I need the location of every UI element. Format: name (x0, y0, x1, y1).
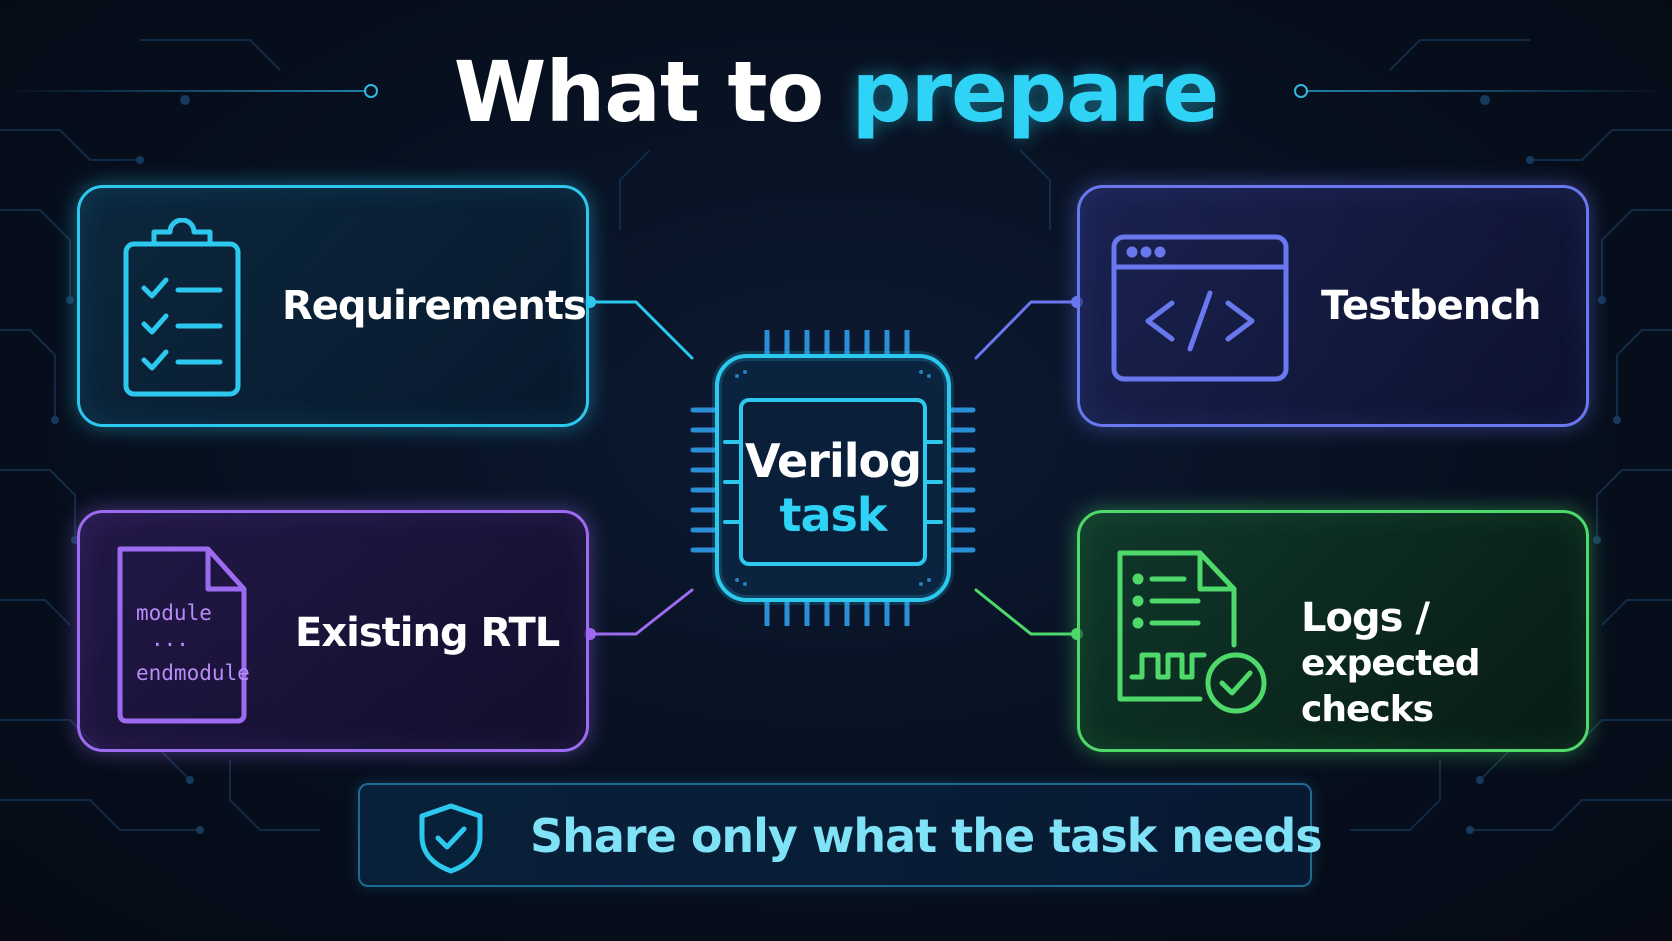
logs-label-line-2: expected checks (1301, 643, 1481, 730)
footer-text: Share only what the task needs (530, 809, 1323, 863)
log-waveform-check-icon (1117, 550, 1267, 714)
code-window-icon (1111, 234, 1289, 382)
title-part-1: What to (453, 43, 852, 141)
connector-testbench (974, 300, 1079, 360)
existing-rtl-label: Existing RTL (295, 610, 560, 656)
title-part-2: prepare (851, 43, 1219, 141)
chip-icon (690, 330, 976, 626)
title-decor-dot-right (1294, 84, 1308, 98)
connector-logs (974, 588, 1079, 636)
page-title: What to prepare (0, 42, 1672, 142)
card-existing-rtl: module ... endmodule Existing RTL (77, 510, 589, 752)
title-decor-dot-left (364, 84, 378, 98)
connector-requirements (588, 300, 694, 360)
requirements-label: Requirements (282, 283, 587, 329)
code-line-module: module (136, 601, 212, 625)
code-file-icon (117, 546, 247, 724)
verilog-task-chip: Verilog task (689, 330, 977, 626)
title-decor-line-right (1306, 90, 1672, 92)
clipboard-checklist-icon (123, 218, 241, 397)
chip-label-line-1: Verilog (744, 434, 922, 488)
shield-check-icon (419, 803, 483, 874)
code-line-endmodule: endmodule (136, 661, 250, 685)
logs-label: Logs / expected checks (1301, 595, 1586, 733)
chip-label: Verilog task (689, 434, 977, 542)
logs-label-line-1: Logs / (1301, 595, 1430, 641)
chip-label-line-2: task (779, 488, 887, 542)
testbench-label: Testbench (1321, 283, 1541, 329)
card-logs: Logs / expected checks (1077, 510, 1589, 752)
title-decor-line-left (0, 90, 365, 92)
card-requirements: Requirements (77, 185, 589, 427)
card-testbench: Testbench (1077, 185, 1589, 427)
connector-existing-rtl (588, 588, 694, 636)
code-line-ellipsis: ... (151, 627, 189, 651)
footer-banner: Share only what the task needs (358, 783, 1323, 887)
